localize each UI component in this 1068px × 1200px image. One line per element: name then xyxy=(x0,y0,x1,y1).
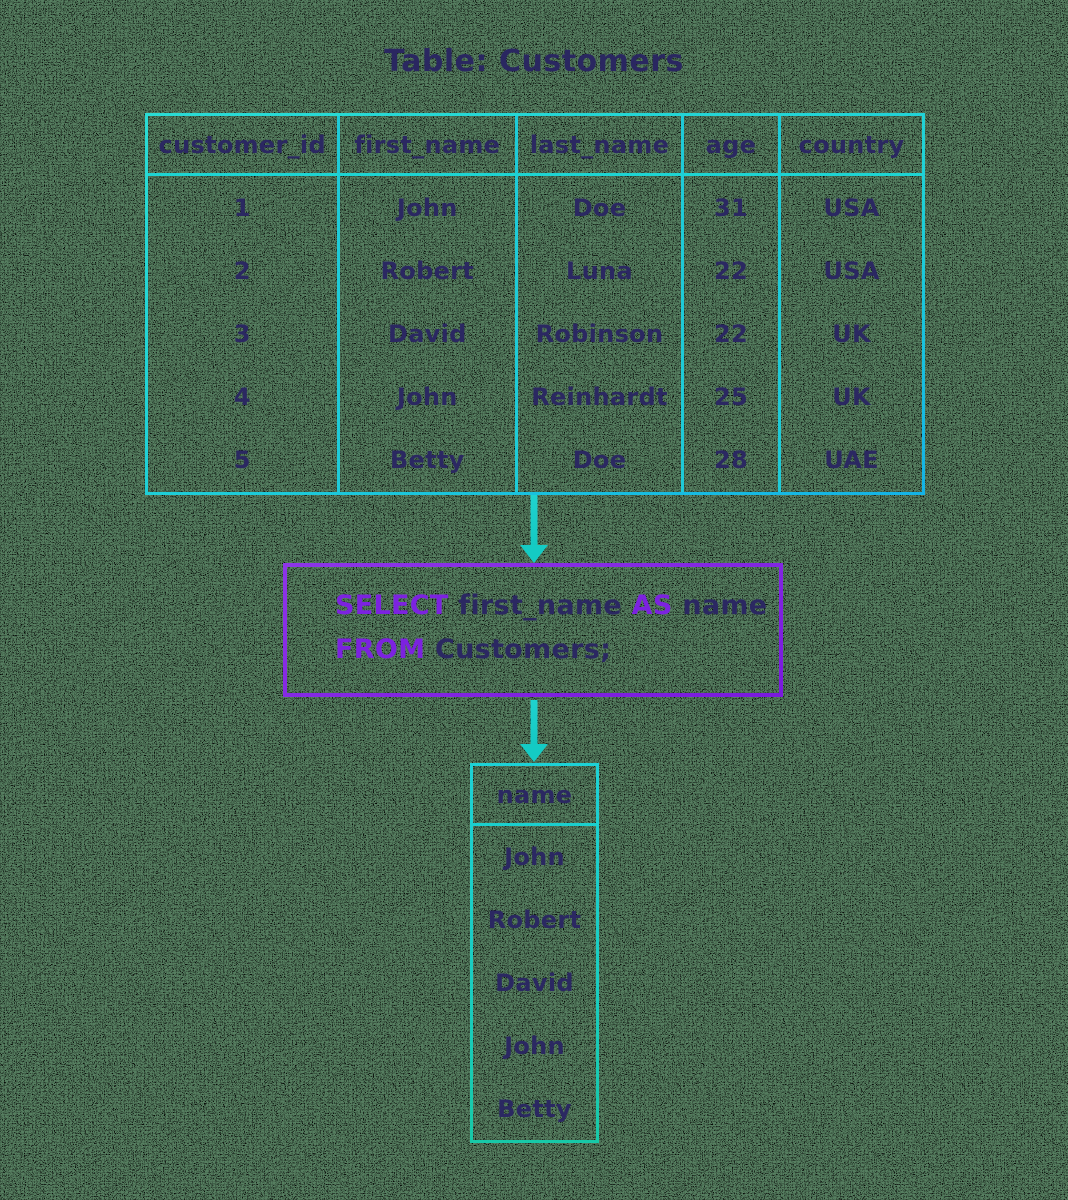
table-cell: John xyxy=(340,176,519,240)
table-cell: 25 xyxy=(684,365,782,429)
result-cell: Betty xyxy=(497,1094,572,1123)
sql-keyword-from: FROM xyxy=(335,634,426,665)
table-cell: UK xyxy=(832,319,871,348)
table-cell: 28 xyxy=(684,428,782,492)
table-cell: 22 xyxy=(684,302,782,366)
table-cell: David xyxy=(340,302,519,366)
column-header-customer-id: customer_id xyxy=(148,116,340,176)
arrow-head-icon xyxy=(520,545,548,563)
result-cell: Robert xyxy=(487,906,582,935)
result-cell: John xyxy=(504,843,565,872)
table-cell: 22 xyxy=(684,239,782,303)
table-cell: 2 xyxy=(148,239,340,303)
table-cell: 3 xyxy=(148,302,340,366)
sql-alias-name: name xyxy=(682,590,768,621)
arrow-shaft xyxy=(530,700,538,745)
column-header-first-name: first_name xyxy=(339,116,519,176)
table-cell: John xyxy=(340,365,519,429)
sql-table-name: Customers; xyxy=(434,634,612,665)
column-header-age: age xyxy=(683,116,782,176)
table-cell: 4 xyxy=(148,365,340,429)
column-header-last-name: last_name xyxy=(518,116,684,176)
result-cell: David xyxy=(495,968,574,997)
table-cell: Luna xyxy=(518,239,684,303)
table-cell: USA xyxy=(823,193,880,222)
table-cell: Betty xyxy=(340,428,519,492)
table-cell: Doe xyxy=(518,428,684,492)
sql-keyword-as: AS xyxy=(631,590,673,621)
result-column-header-name: name xyxy=(473,766,596,826)
column-header-country: country xyxy=(781,116,922,176)
result-table: name John Robert David John Betty xyxy=(470,763,599,1143)
table-cell: 5 xyxy=(148,428,340,492)
table-cell: UK xyxy=(832,383,871,412)
sql-query-box: SELECT first_name AS name FROM Customers… xyxy=(283,563,783,697)
arrow-down-icon xyxy=(520,495,548,563)
table-cell: Robinson xyxy=(518,302,684,366)
result-cell: John xyxy=(504,1031,565,1060)
table-cell: USA xyxy=(823,256,880,285)
table-cell: Reinhardt xyxy=(518,365,684,429)
sql-column-name: first_name xyxy=(458,590,622,621)
table-cell: 31 xyxy=(684,176,782,240)
customers-table: customer_id first_name last_name age cou… xyxy=(145,113,925,495)
diagram-title: Table: Customers xyxy=(384,44,684,79)
arrow-shaft xyxy=(530,495,538,546)
table-cell: UAE xyxy=(824,446,879,475)
table-cell: Doe xyxy=(518,176,684,240)
sql-keyword-select: SELECT xyxy=(335,590,449,621)
arrow-down-icon xyxy=(520,700,548,762)
table-cell: Robert xyxy=(340,239,519,303)
table-cell: 1 xyxy=(148,176,340,240)
arrow-head-icon xyxy=(520,744,548,762)
